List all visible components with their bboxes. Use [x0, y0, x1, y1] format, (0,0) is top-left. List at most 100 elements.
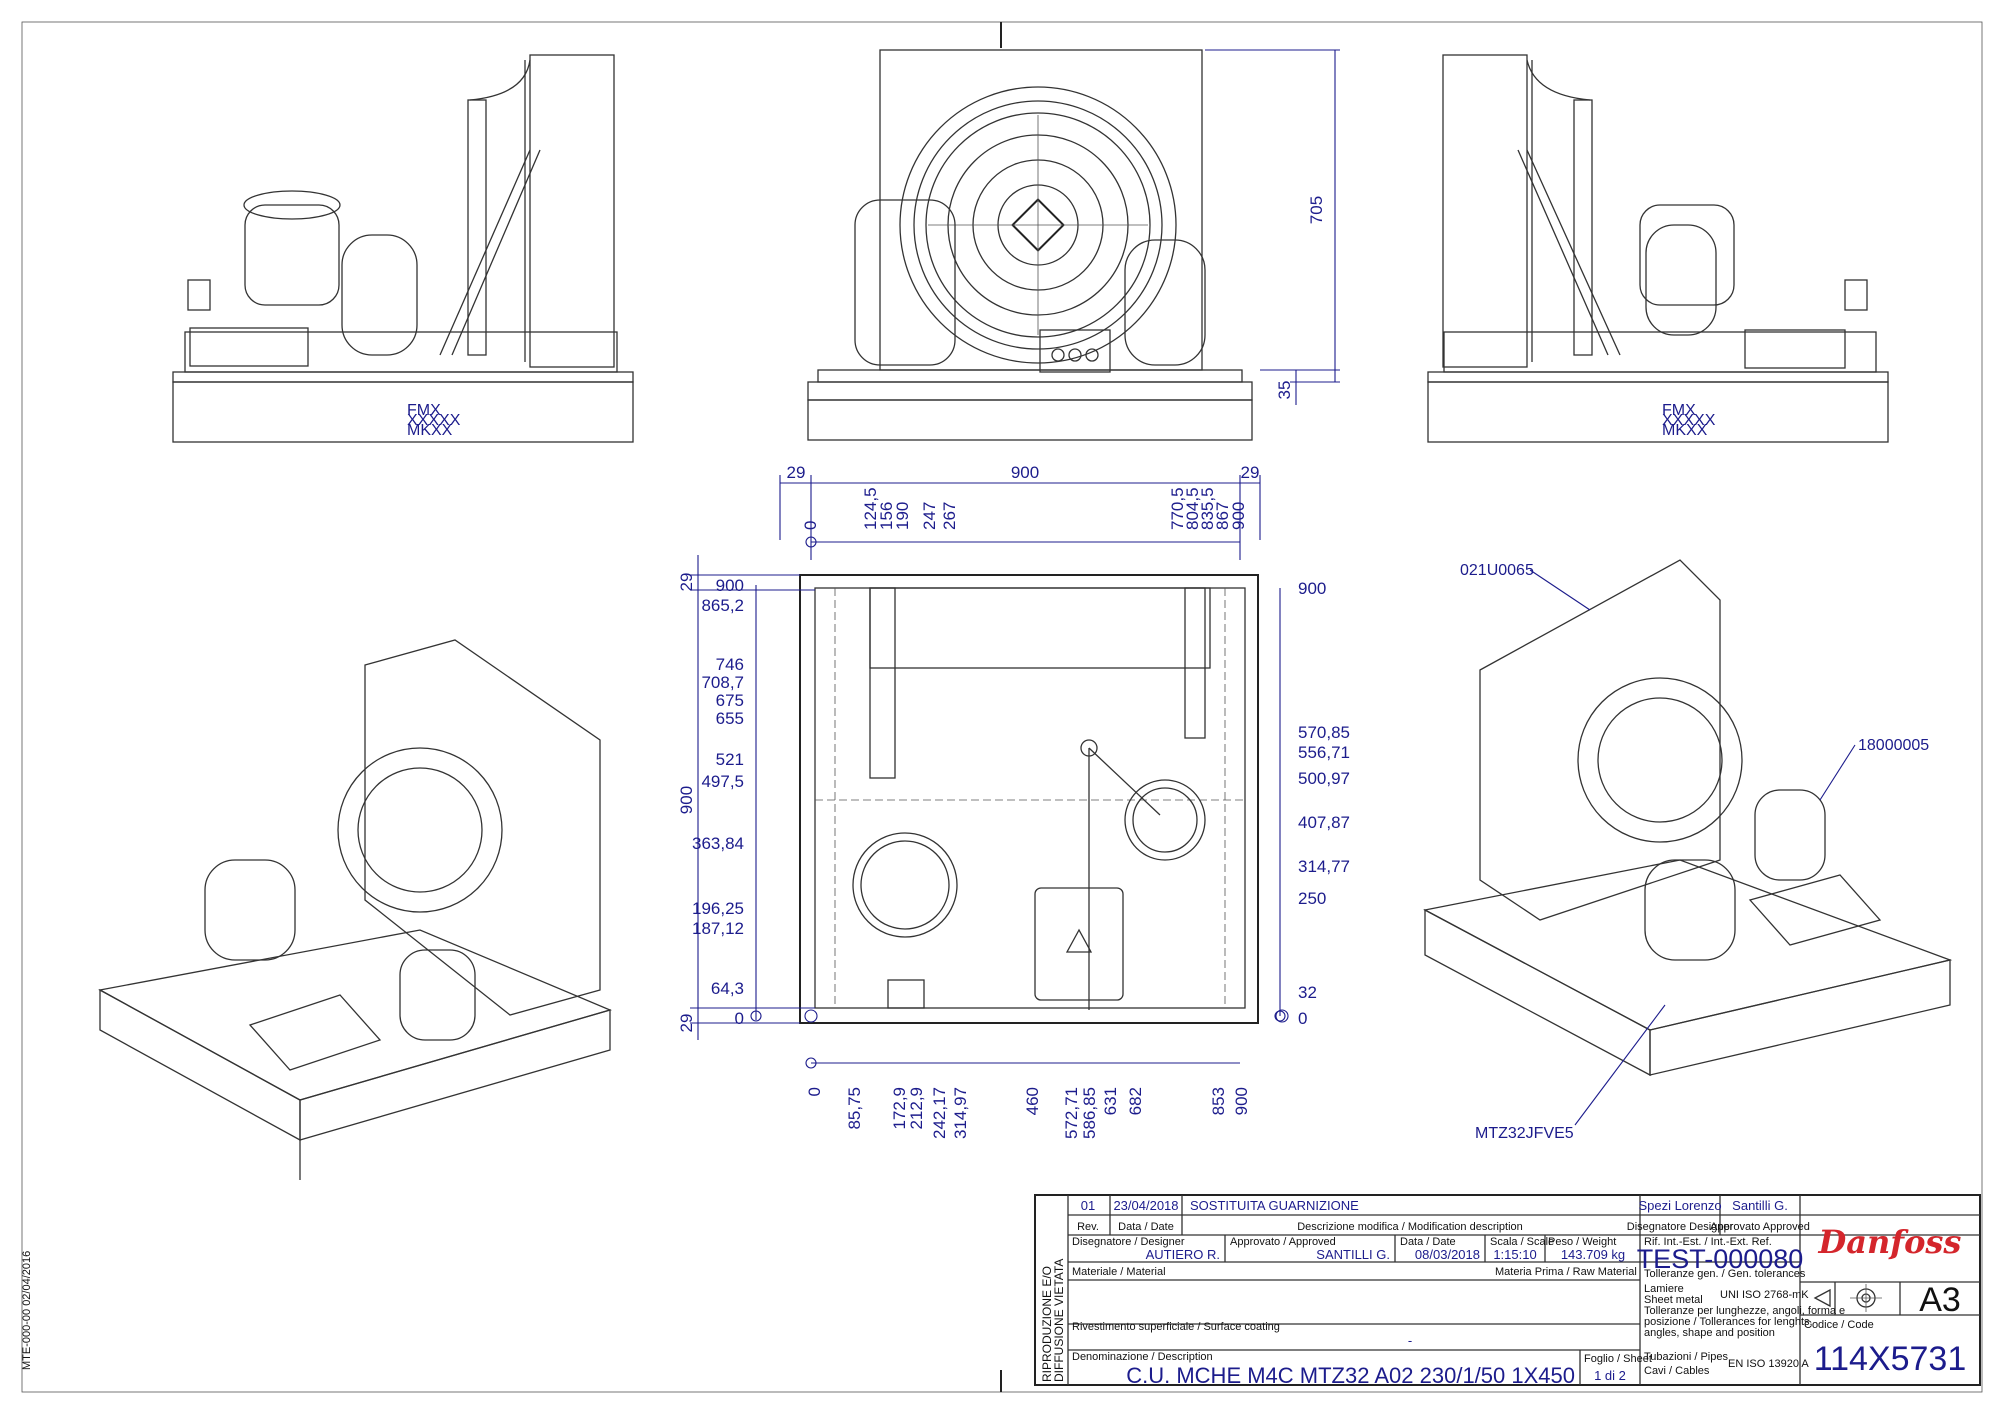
dim-bottom-pos-212: 212,9	[907, 1087, 926, 1130]
tb-side-label-2: DIFFUSIONE VIETATA	[1052, 1259, 1066, 1382]
dim-bottom-pos-85: 85,75	[845, 1087, 864, 1130]
dim-top-left-margin: 29	[787, 463, 806, 482]
pallet-mark-r2: XXXXX	[1662, 412, 1716, 429]
dim-height-35: 35	[1275, 381, 1294, 400]
dim-bottom-pos-172: 172,9	[890, 1087, 909, 1130]
tb-pipes-line-2: Cavi / Cables	[1644, 1365, 1710, 1377]
pallet-mark-1: FMX	[407, 402, 441, 419]
tb-tolerance-label: Tolleranze gen. / Gen. tolerances	[1644, 1268, 1806, 1280]
dim-left-708: 708,7	[701, 673, 744, 692]
dim-top-pos-835: 835,5	[1198, 487, 1217, 530]
tb-rev-approved: Santilli G.	[1732, 1198, 1788, 1213]
dim-left-187: 187,12	[692, 919, 744, 938]
dim-left-196: 196,25	[692, 899, 744, 918]
dim-bottom-pos-631: 631	[1101, 1087, 1120, 1115]
tb-header-designer: Disegnatore Designer	[1627, 1221, 1734, 1233]
tb-code-label: Codice / Code	[1804, 1319, 1874, 1331]
brand-logo: Danfoss	[1818, 1223, 1962, 1261]
dim-bottom-pos-682: 682	[1126, 1087, 1145, 1115]
tb-rev-designer: Spezi Lorenzo	[1638, 1198, 1721, 1213]
dim-top-pos-247: 247	[920, 502, 939, 530]
dim-bottom-pos-460: 460	[1023, 1087, 1042, 1115]
tb-pipes-std: EN ISO 13920 A	[1728, 1358, 1809, 1370]
dim-left-675: 675	[716, 691, 744, 710]
dim-left-497: 497,5	[701, 772, 744, 791]
tb-rev-date: 23/04/2018	[1113, 1198, 1178, 1213]
callout-MTZ32JFVE5: MTZ32JFVE5	[1475, 1125, 1574, 1142]
dim-right-570: 570,85	[1298, 723, 1350, 742]
pallet-mark-r3: MKXX	[1662, 422, 1708, 439]
tb-weight-label: Peso / Weight	[1548, 1236, 1616, 1248]
dim-top-width: 900	[1011, 463, 1039, 482]
dim-right-500: 500,97	[1298, 769, 1350, 788]
title-block: RIPRODUZIONE E/O DIFFUSIONE VIETATA 01 2…	[1034, 1194, 1981, 1388]
plan-view: 29 900 29 0 124,5 156 190 247 267 770,5 …	[677, 463, 1350, 1139]
right-side-view: FMX XXXXX MKXX	[1427, 54, 1889, 443]
dim-right-250: 250	[1298, 889, 1326, 908]
tb-ref-value: TEST-000080	[1637, 1244, 1804, 1274]
dim-left-64: 64,3	[711, 979, 744, 998]
dim-left-0: 0	[735, 1009, 744, 1028]
tb-rev-value: 01	[1081, 1198, 1095, 1213]
tb-sheet-metal-line-2: Sheet metal	[1644, 1294, 1703, 1306]
tb-date-value: 08/03/2018	[1415, 1247, 1480, 1262]
dim-right-900: 900	[1298, 579, 1326, 598]
tb-side-label-1: RIPRODUZIONE E/O	[1040, 1266, 1054, 1382]
front-view: 705 35	[807, 49, 1340, 441]
dim-left-900: 900	[716, 576, 744, 595]
callout-021U0065: 021U0065	[1460, 562, 1534, 579]
dim-left-total: 900	[677, 786, 696, 814]
tb-scale-label: Scala / Scale	[1490, 1236, 1554, 1248]
tb-approved-value: SANTILLI G.	[1316, 1247, 1390, 1262]
dim-left-margin-top: 29	[677, 573, 696, 592]
tb-coating-value: -	[1408, 1333, 1412, 1348]
dim-left-655: 655	[716, 709, 744, 728]
tb-sheet-metal-line-1: Lamiere	[1644, 1283, 1684, 1295]
tb-coating-label: Rivestimento superficiale / Surface coat…	[1072, 1321, 1280, 1333]
tb-tolerance-line-2: posizione / Tollerances for lenghts,	[1644, 1316, 1813, 1328]
tb-description-value: C.U. MCHE M4C MTZ32 A02 230/1/50 1X450	[1126, 1363, 1575, 1388]
tb-code-value: 114X5731	[1814, 1340, 1967, 1378]
tb-material-label: Materiale / Material	[1072, 1266, 1166, 1278]
tb-header-date: Data / Date	[1118, 1221, 1174, 1233]
tb-weight-value: 143.709 kg	[1561, 1247, 1625, 1262]
side-revision-note: MTE-000-00 02/04/2016	[21, 1251, 33, 1370]
tb-description-label: Denominazione / Description	[1072, 1351, 1213, 1363]
dim-top-pos-190: 190	[893, 502, 912, 530]
tb-raw-material-label: Materia Prima / Raw Material	[1495, 1266, 1637, 1278]
dim-top-pos-124: 124,5	[861, 487, 880, 530]
dim-bottom-pos-0: 0	[805, 1087, 824, 1096]
tb-sheet-label: Foglio / Sheet	[1584, 1353, 1652, 1365]
dim-left-746: 746	[716, 655, 744, 674]
dim-top-pos-156: 156	[877, 502, 896, 530]
callout-18000005: 18000005	[1858, 737, 1929, 754]
dim-top-pos-770: 770,5	[1168, 487, 1187, 530]
dim-right-314: 314,77	[1298, 857, 1350, 876]
tb-sheet-value: 1 di 2	[1594, 1368, 1626, 1383]
dim-bottom-pos-242: 242,17	[930, 1087, 949, 1139]
dim-right-556: 556,71	[1298, 743, 1350, 762]
tb-sheet-size: A3	[1919, 1281, 1961, 1319]
dim-bottom-pos-314: 314,97	[951, 1087, 970, 1139]
pallet-mark-r1: FMX	[1662, 402, 1696, 419]
dim-left-margin-bottom: 29	[677, 1014, 696, 1033]
pallet-mark-2: XXXXX	[407, 412, 461, 429]
dim-top-pos-804: 804,5	[1183, 487, 1202, 530]
dim-top-pos-0: 0	[801, 521, 820, 530]
tb-designer-label: Disegnatore / Designer	[1072, 1236, 1185, 1248]
tb-approved-label: Approvato / Approved	[1230, 1236, 1336, 1248]
tb-rev-description: SOSTITUITA GUARNIZIONE	[1190, 1198, 1359, 1213]
dim-bottom-pos-572: 572,71	[1062, 1087, 1081, 1139]
sheet-border	[21, 21, 1983, 1393]
left-side-view: FMX XXXXX MKXX	[172, 54, 634, 443]
right-isometric-view	[1423, 559, 1953, 1077]
dim-left-521: 521	[716, 750, 744, 769]
tb-header-approved: Approvato Approved	[1710, 1221, 1810, 1233]
tb-scale-value: 1:15:10	[1493, 1247, 1536, 1262]
dim-top-pos-267: 267	[940, 502, 959, 530]
dim-left-363: 363,84	[692, 834, 744, 853]
dim-top-right-margin: 29	[1241, 463, 1260, 482]
dim-bottom-pos-853: 853	[1209, 1087, 1228, 1115]
dim-right-32: 32	[1298, 983, 1317, 1002]
